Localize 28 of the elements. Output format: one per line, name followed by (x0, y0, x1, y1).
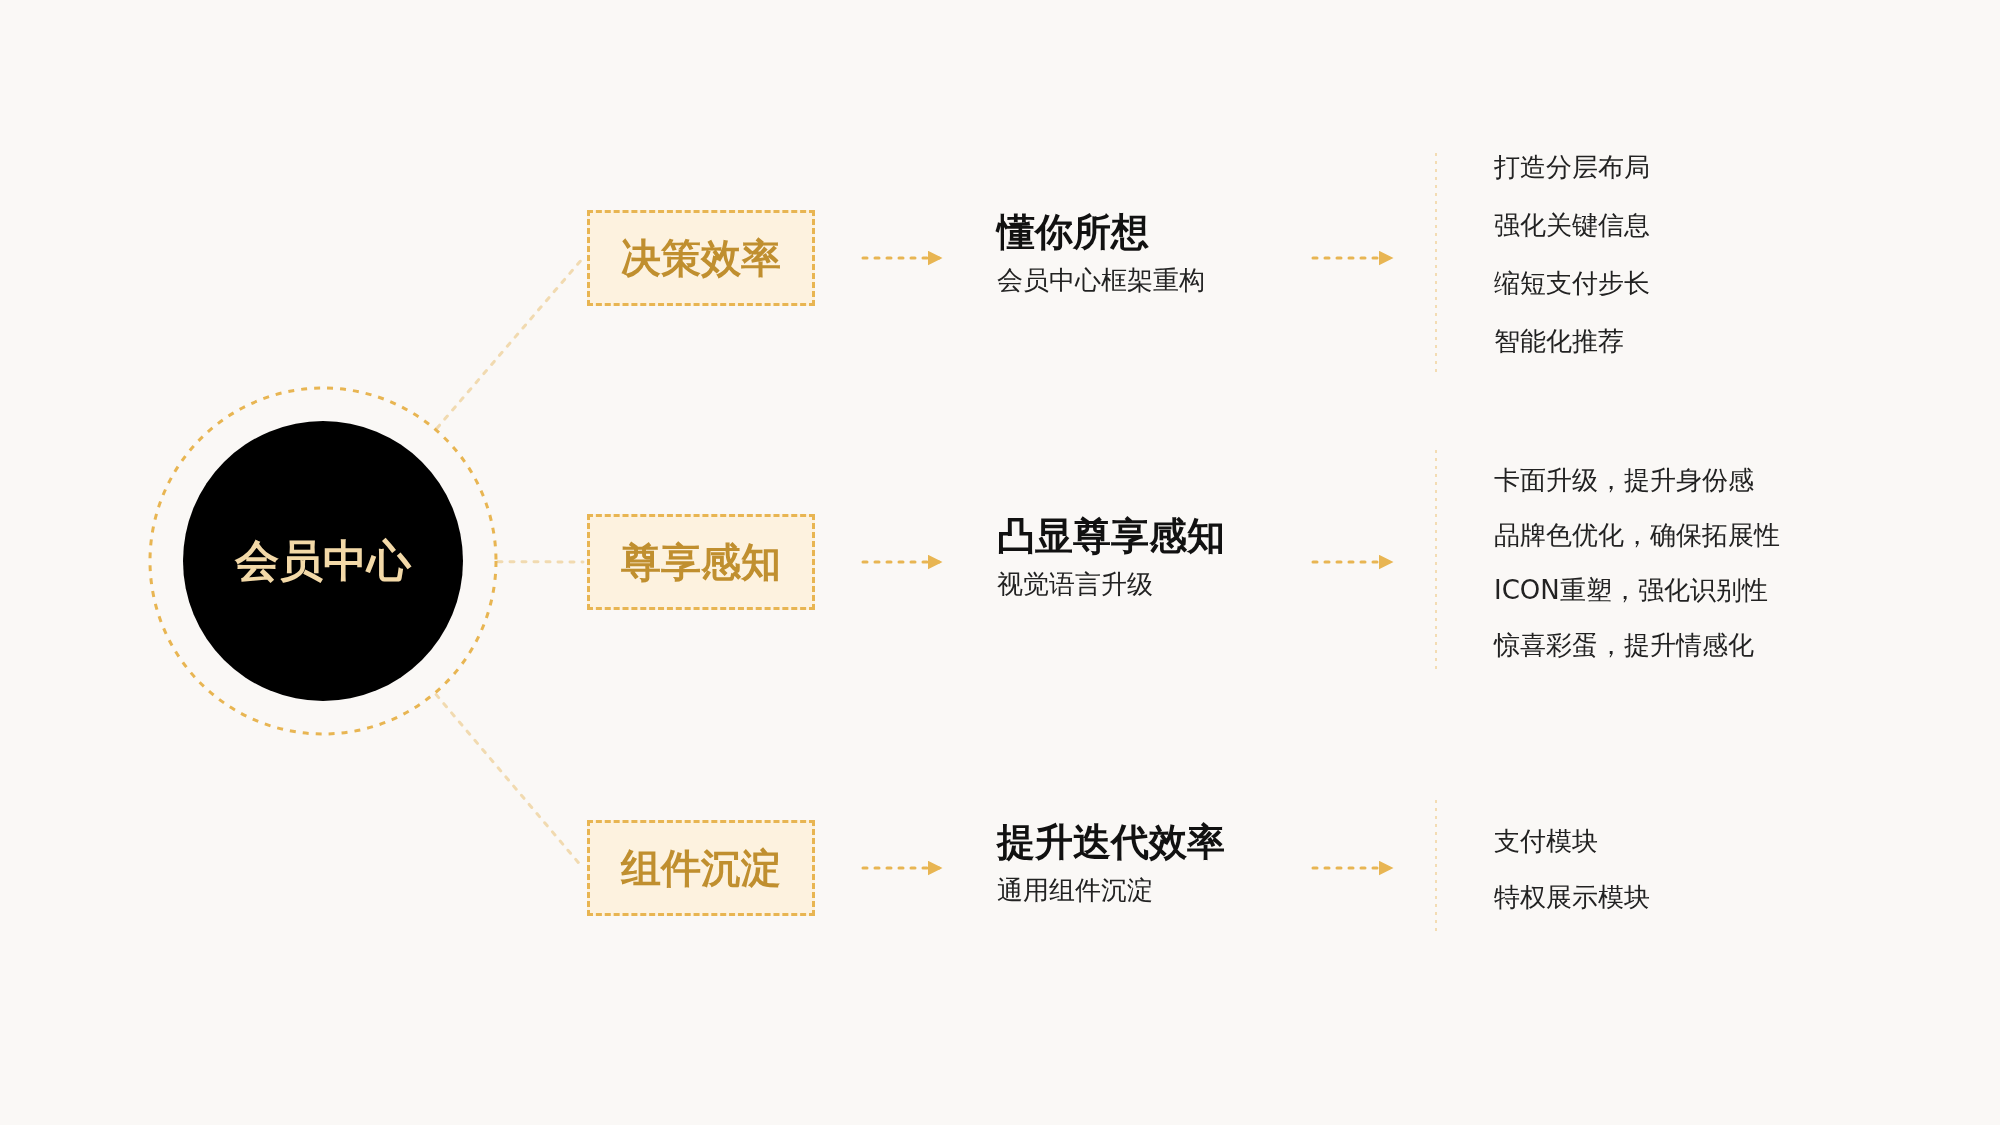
label-box: 尊享感知 (587, 514, 815, 610)
hub-circle (148, 386, 498, 736)
list-item: 惊喜彩蛋，提升情感化 (1494, 629, 1754, 662)
arrow (861, 554, 943, 570)
label-box: 组件沉淀 (587, 820, 815, 916)
label-box: 决策效率 (587, 210, 815, 306)
arrow (1311, 860, 1394, 876)
subheading: 通用组件沉淀 (997, 874, 1154, 907)
list-item: 卡面升级，提升身份感 (1494, 464, 1754, 497)
hub-label: 会员中心 (235, 533, 411, 588)
heading: 懂你所想 (997, 209, 1150, 256)
list-item: 缩短支付步长 (1494, 267, 1650, 300)
list-item: 打造分层布局 (1494, 151, 1650, 184)
subheading: 视觉语言升级 (997, 568, 1154, 601)
heading: 提升迭代效率 (997, 819, 1226, 866)
list-item: 智能化推荐 (1494, 325, 1624, 358)
heading: 凸显尊享感知 (997, 513, 1226, 560)
list-item: 品牌色优化，确保拓展性 (1494, 519, 1780, 552)
connector-line (496, 560, 585, 564)
arrow (861, 250, 943, 266)
list-item: 强化关键信息 (1494, 209, 1650, 242)
arrow (861, 860, 943, 876)
arrow (1311, 250, 1394, 266)
subheading: 会员中心框架重构 (997, 264, 1206, 297)
arrow (1311, 554, 1394, 570)
list-item: 支付模块 (1494, 825, 1598, 858)
list-item: ICON重塑，强化识别性 (1494, 574, 1768, 607)
list-item: 特权展示模块 (1494, 881, 1650, 914)
